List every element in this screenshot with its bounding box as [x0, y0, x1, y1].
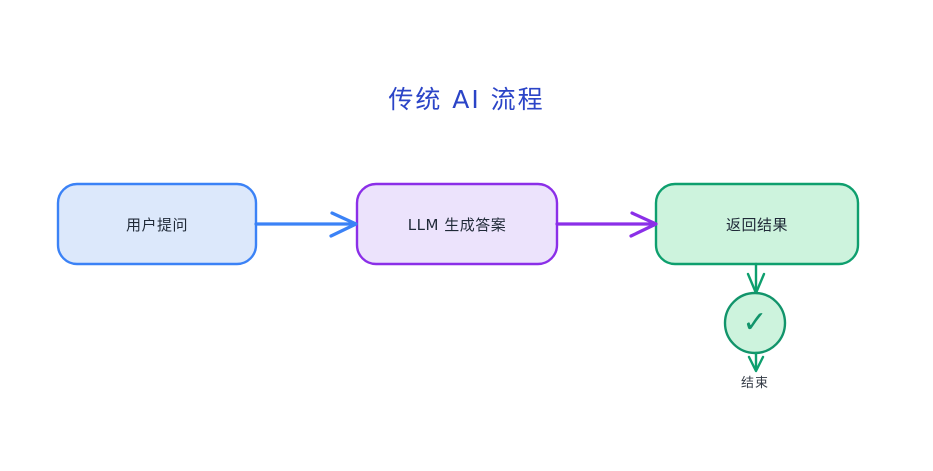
edge-user-to-llm — [254, 211, 358, 238]
edge-end-to-label — [747, 351, 765, 373]
end-label: 结束 — [740, 376, 769, 391]
edge-llm-to-result — [555, 211, 658, 238]
node-user-question[interactable] — [56, 182, 258, 266]
node-end-circle[interactable] — [723, 291, 787, 355]
edge-result-to-end — [746, 262, 766, 295]
node-llm-generate-answer[interactable] — [355, 182, 559, 266]
node-return-result[interactable] — [654, 182, 860, 266]
page-title: 传统 AI 流程 — [388, 85, 545, 114]
